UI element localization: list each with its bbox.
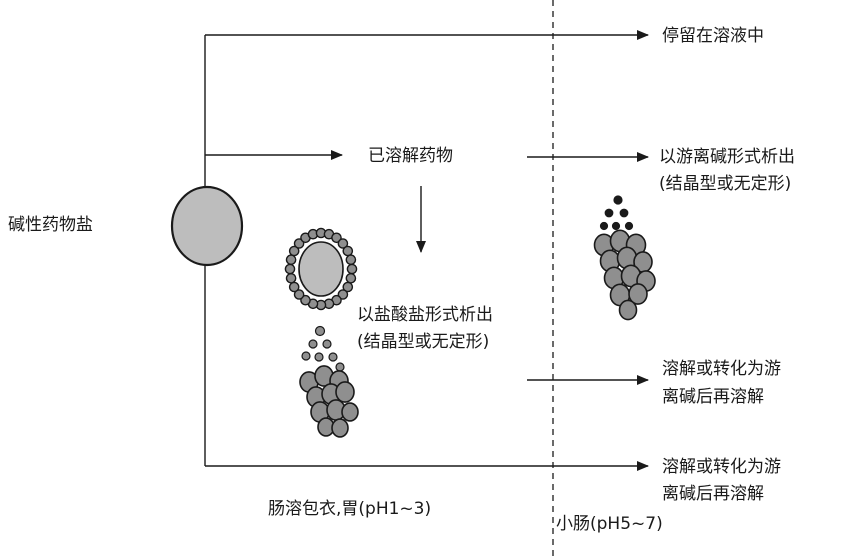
- precipitate-crystal: [628, 283, 648, 305]
- precipitate-dot: [335, 362, 345, 372]
- coating-bead: [285, 272, 297, 284]
- precipitate-dot: [619, 208, 629, 218]
- coated-core: [298, 241, 344, 297]
- coating-bead: [300, 294, 311, 306]
- hcl-precip-line1: 以盐酸盐形式析出: [357, 305, 493, 325]
- redissolve-2-line1: 溶解或转化为游: [662, 457, 781, 477]
- source-label: 碱性药物盐: [8, 215, 93, 235]
- precipitate-dot: [604, 208, 614, 218]
- precipitate-dot: [624, 221, 634, 231]
- redissolve-2-line2: 离碱后再溶解: [662, 484, 764, 504]
- precipitate-dot: [301, 351, 311, 361]
- precipitate-dot: [328, 352, 338, 362]
- salt-particle: [170, 185, 244, 267]
- free-base-precipitate-cluster: [593, 195, 656, 321]
- coating-bead: [345, 272, 357, 284]
- coating-bead: [345, 254, 357, 266]
- coating-bead: [342, 281, 354, 293]
- coating-bead: [331, 232, 342, 244]
- dissolved-drug-label: 已溶解药物: [368, 146, 453, 166]
- precipitate-crystal: [618, 299, 638, 321]
- coated-particle: [284, 227, 358, 311]
- coating-bead: [342, 245, 354, 257]
- precipitate-dot: [613, 195, 623, 205]
- precipitate-dot: [314, 325, 326, 337]
- precipitate-dot: [322, 339, 332, 349]
- coating-bead: [293, 289, 305, 300]
- free-base-line1: 以游离碱形式析出: [659, 147, 795, 167]
- outcome-top-label: 停留在溶液中: [662, 26, 764, 46]
- precipitate-dot: [611, 221, 621, 231]
- region-intestine-label: 小肠(pH5~7): [556, 514, 663, 534]
- hcl-precipitate-cluster: [299, 325, 359, 438]
- region-stomach-label: 肠溶包衣,胃(pH1~3): [268, 499, 432, 519]
- precipitate-dot: [599, 221, 609, 231]
- precipitate-dot: [314, 352, 324, 362]
- coating-bead: [288, 281, 300, 293]
- hcl-precip-line2: (结晶型或无定形): [357, 332, 490, 352]
- coating-bead: [288, 245, 300, 257]
- precipitate-dot: [308, 339, 318, 349]
- precipitate-crystal: [335, 381, 355, 403]
- coating-bead: [337, 238, 349, 249]
- redissolve-1-line1: 溶解或转化为游: [662, 359, 781, 379]
- coating-bead: [285, 254, 297, 266]
- redissolve-1-line2: 离碱后再溶解: [662, 387, 764, 407]
- coating-bead: [337, 289, 349, 300]
- precipitate-crystal: [341, 402, 359, 422]
- coating-bead: [346, 263, 358, 275]
- precipitate-crystal: [331, 418, 349, 438]
- coating-bead: [293, 238, 305, 249]
- coating-bead: [284, 263, 296, 275]
- free-base-line2: (结晶型或无定形): [659, 174, 792, 194]
